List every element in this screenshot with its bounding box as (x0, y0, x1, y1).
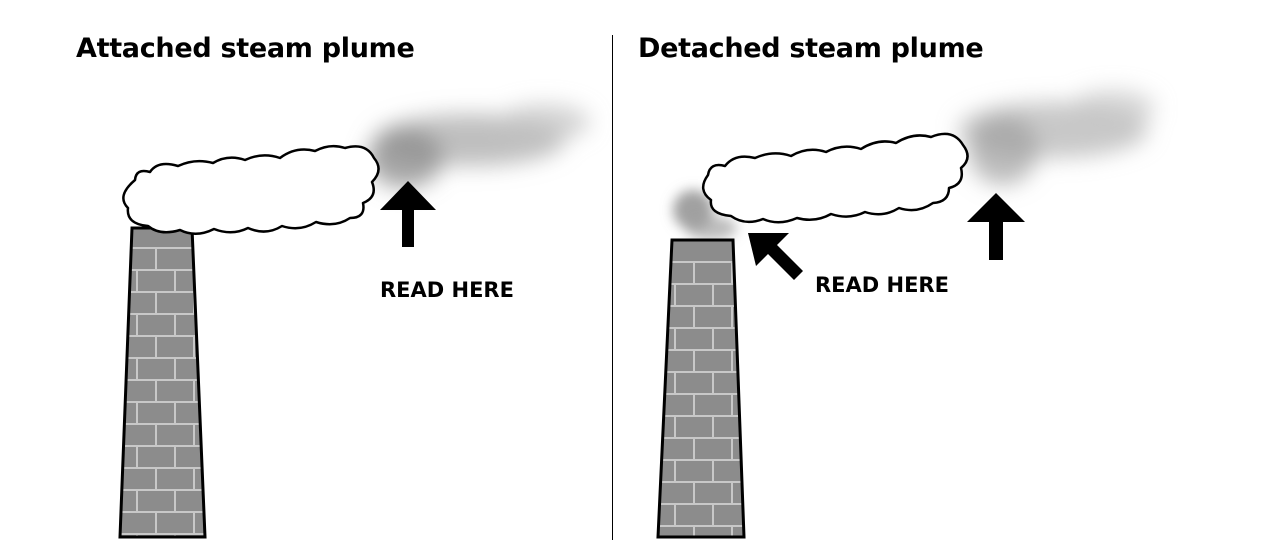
detached-plume-panel: Detached steam plume (613, 0, 1275, 558)
steam-cloud (702, 132, 969, 224)
chimney (656, 238, 746, 539)
chimney (118, 226, 207, 539)
chimney-body (658, 240, 744, 537)
steam-cloud (122, 144, 380, 235)
arrow-up-icon (967, 193, 1025, 260)
read-here-label: READ HERE (380, 278, 514, 302)
attached-plume-illustration (118, 104, 590, 539)
chimney-exhaust-haze (673, 190, 737, 240)
plume-haze (367, 104, 590, 188)
chimney-body (120, 228, 205, 537)
arrow-up-left-icon (748, 233, 803, 280)
attached-plume-panel: Attached steam plume READ HERE (0, 0, 612, 558)
attached-plume-title: Attached steam plume (76, 33, 415, 64)
plume-haze (958, 90, 1155, 185)
chimney-bricks (658, 261, 744, 537)
detached-plume-title: Detached steam plume (638, 33, 984, 64)
read-here-label: READ HERE (815, 273, 949, 297)
arrow-up-icon (380, 181, 436, 247)
panel-divider (612, 35, 613, 540)
detached-plume-illustration (656, 90, 1155, 539)
